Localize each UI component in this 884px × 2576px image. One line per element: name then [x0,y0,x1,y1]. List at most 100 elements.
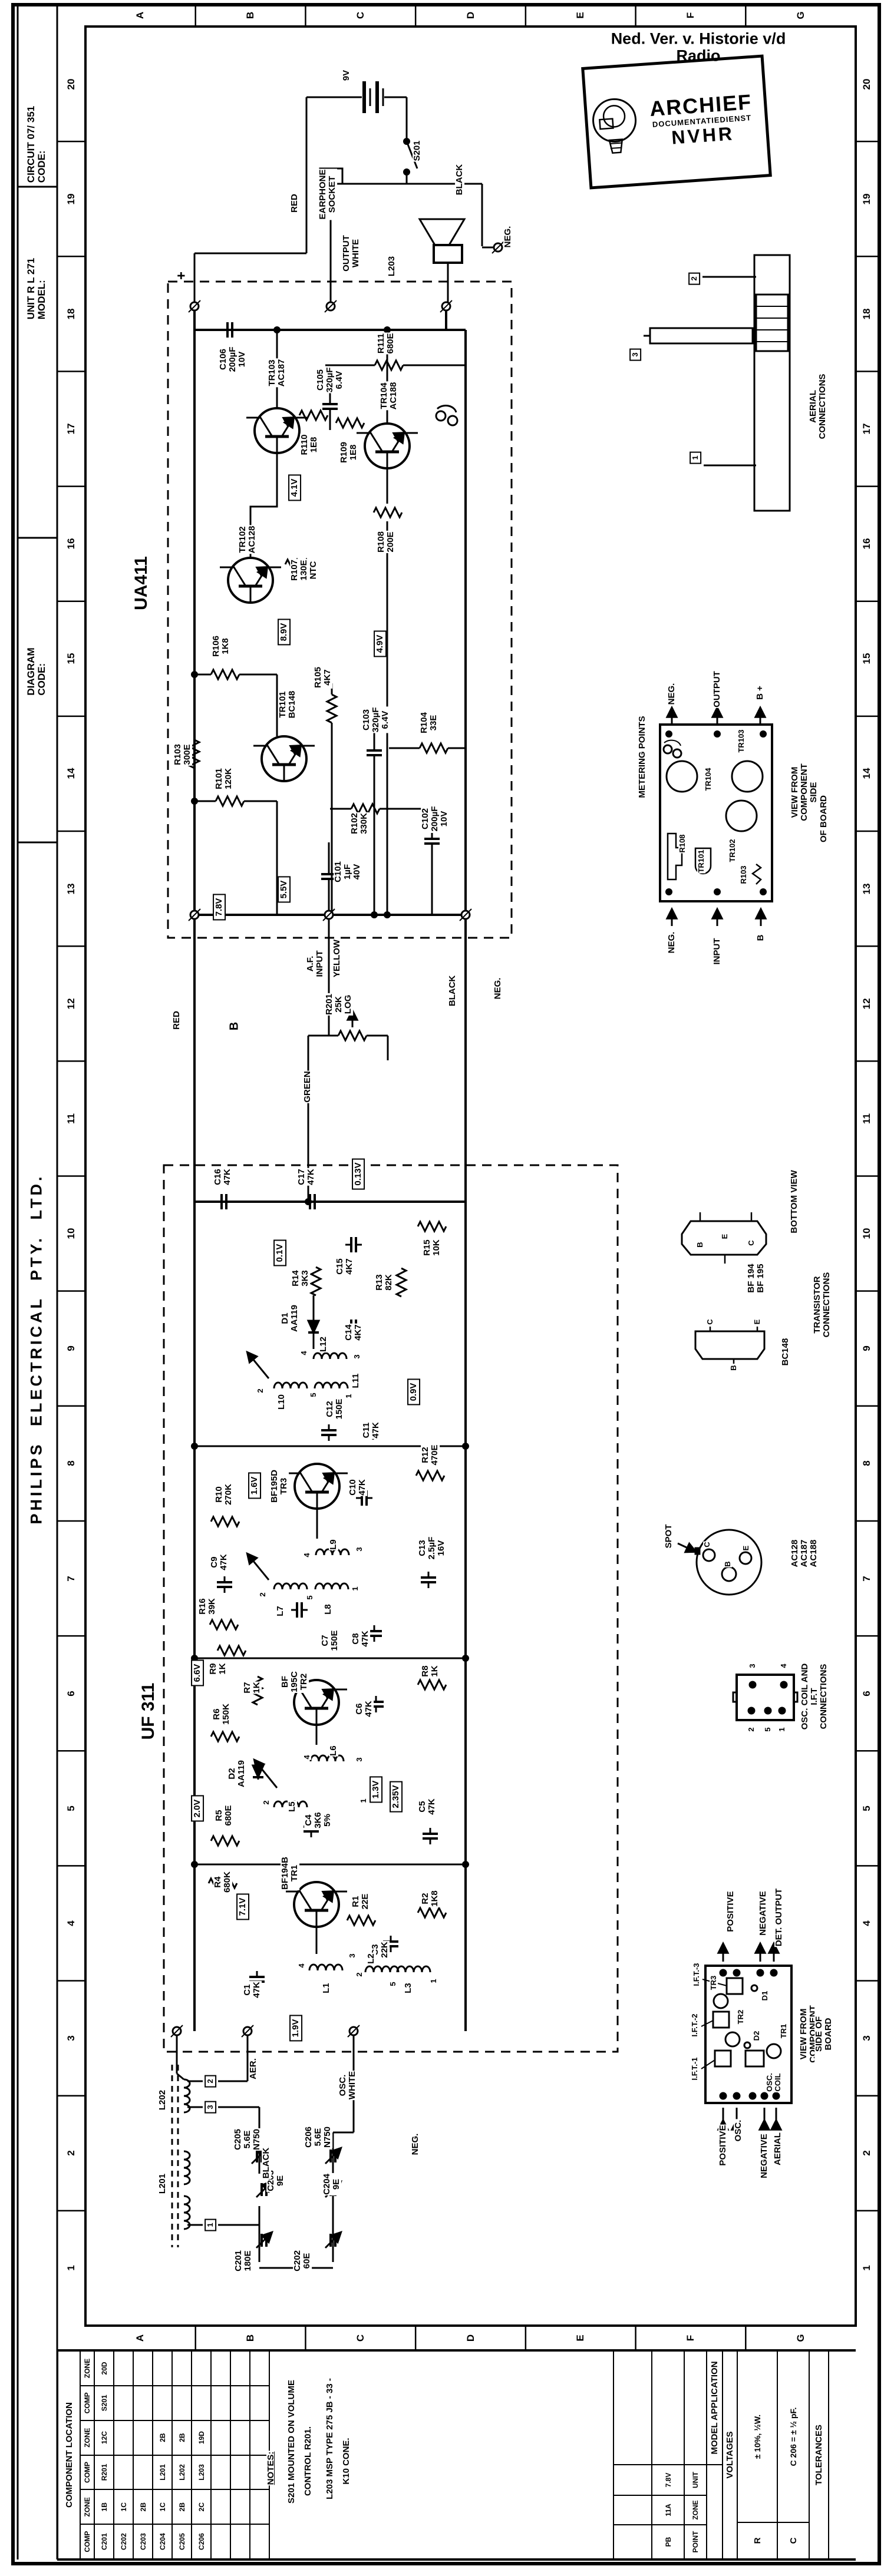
component-location-cell [250,2489,269,2525]
component-location-cell [230,2524,250,2559]
component-location-cell: L203 [192,2455,211,2490]
grid-letter-bottom-D: D [464,2334,476,2342]
component-location-cell [172,2385,192,2420]
component-location-header: ZONE [80,2420,94,2455]
grid-letter-top-E: E [575,12,586,19]
component-location-cell: R201 [94,2455,114,2490]
component-location-cell [211,2524,230,2559]
component-location-header: ZONE [80,2351,94,2386]
grid-letter-bottom-F: F [684,2334,696,2342]
grid-letter-top-G: G [794,11,806,19]
grid-number-right-11: 11 [861,1113,872,1124]
component-location-cell [230,2455,250,2490]
grid-number-right-14: 14 [861,768,872,779]
component-location-cell [250,2351,269,2386]
component-location-cell [250,2420,269,2455]
grid-number-left-18: 18 [65,308,77,320]
component-location-cell [211,2385,230,2420]
grid-number-left-14: 14 [65,768,77,779]
component-location-cell: C202 [114,2524,133,2559]
grid-number-right-10: 10 [861,1228,872,1239]
voltages-header-zone: ZONE [684,2495,707,2525]
component-location-cell [153,2351,172,2386]
component-location-cell [133,2455,153,2490]
component-location-cell: 2B [172,2420,192,2455]
battery-icon [362,81,384,113]
grid-number-right-7: 7 [861,1575,872,1582]
aerial-osc-section [171,2035,355,2269]
grid-number-left-12: 12 [65,998,77,1010]
grid-number-left-6: 6 [65,1690,77,1697]
component-location-cell: 20D [94,2351,114,2386]
voltages-table: PB 11A 7.8V POINT ZONE UNIT MODEL APPLIC… [613,2350,737,2560]
grid-number-right-13: 13 [861,883,872,895]
component-location-header: COMP [80,2524,94,2559]
component-location-cell [153,2385,172,2420]
component-location-cell [211,2351,230,2386]
tolerances-c-label: C [777,2522,809,2559]
component-location-title: COMPONENT LOCATION [58,2351,80,2559]
tolerances-title: TOLERANCES [809,2351,829,2559]
component-location-cell [230,2351,250,2386]
grid-number-right-16: 16 [861,538,872,550]
interconnect [193,919,467,1202]
speaker-icon [418,218,466,264]
component-location-cell: L202 [172,2455,192,2490]
grid-number-left-10: 10 [65,1228,77,1239]
aerial-connections-diagram [644,254,791,512]
component-location-cell: C204 [153,2524,172,2559]
grid-letter-bottom-C: C [354,2334,366,2342]
tolerances-c-value: C 206 = ± ½ pF. [777,2351,809,2522]
grid-number-right-12: 12 [861,998,872,1010]
grid-number-left-7: 7 [65,1575,77,1582]
grid-letter-top-B: B [245,11,256,19]
component-location-cell: 1C [114,2489,133,2525]
grid-number-left-20: 20 [65,78,77,90]
grid-number-right-20: 20 [861,78,872,90]
component-location-cell [133,2385,153,2420]
component-location-cell [114,2420,133,2455]
component-location-cell: 2B [172,2489,192,2525]
grid-number-left-3: 3 [65,2035,77,2041]
component-location-cell [250,2455,269,2490]
component-location-cell [211,2455,230,2490]
tolerances-r-value: ± 10%, ½W. [737,2351,777,2522]
uf311-board-layout [701,1941,793,2131]
grid-number-right-3: 3 [861,2035,872,2041]
grid-number-right-1: 1 [861,2265,872,2271]
component-location-cell [114,2385,133,2420]
grid-number-left-2: 2 [65,2150,77,2156]
grid-number-left-11: 11 [65,1113,77,1124]
component-location-cell [211,2420,230,2455]
component-location-cell [133,2420,153,2455]
tolerances-table: R ± 10%, ½W. C C 206 = ± ½ pF. TOLERANCE… [737,2350,829,2560]
voltages-value-point: PB [652,2525,684,2559]
component-location-cell [192,2351,211,2386]
grid-number-left-9: 9 [65,1345,77,1351]
component-location-cell: S201 [94,2385,114,2420]
voltages-header-unit: UNIT [684,2465,707,2495]
component-location-cell [114,2351,133,2386]
grid-number-left-1: 1 [65,2265,77,2271]
voltages-value-unit: 7.8V [652,2465,684,2495]
component-location-cell: 1B [94,2489,114,2525]
component-location-cell: 12C [94,2420,114,2455]
component-location-cell [230,2420,250,2455]
grid-number-left-16: 16 [65,538,77,550]
grid-number-right-17: 17 [861,423,872,435]
component-location-cell [250,2385,269,2420]
nvhr-logo-icon [592,98,637,154]
component-location-cell: C206 [192,2524,211,2559]
grid-letter-bottom-B: B [245,2334,256,2342]
component-location-header: COMP [80,2385,94,2420]
earphone-icon [435,405,459,426]
component-location-cell [192,2385,211,2420]
grid-number-left-15: 15 [65,653,77,664]
component-location-cell [172,2351,192,2386]
grid-letter-bottom-E: E [575,2334,586,2342]
component-location-cell: 1C [153,2489,172,2525]
grid-number-right-15: 15 [861,653,872,664]
grid-letter-bottom-A: A [134,2334,146,2342]
